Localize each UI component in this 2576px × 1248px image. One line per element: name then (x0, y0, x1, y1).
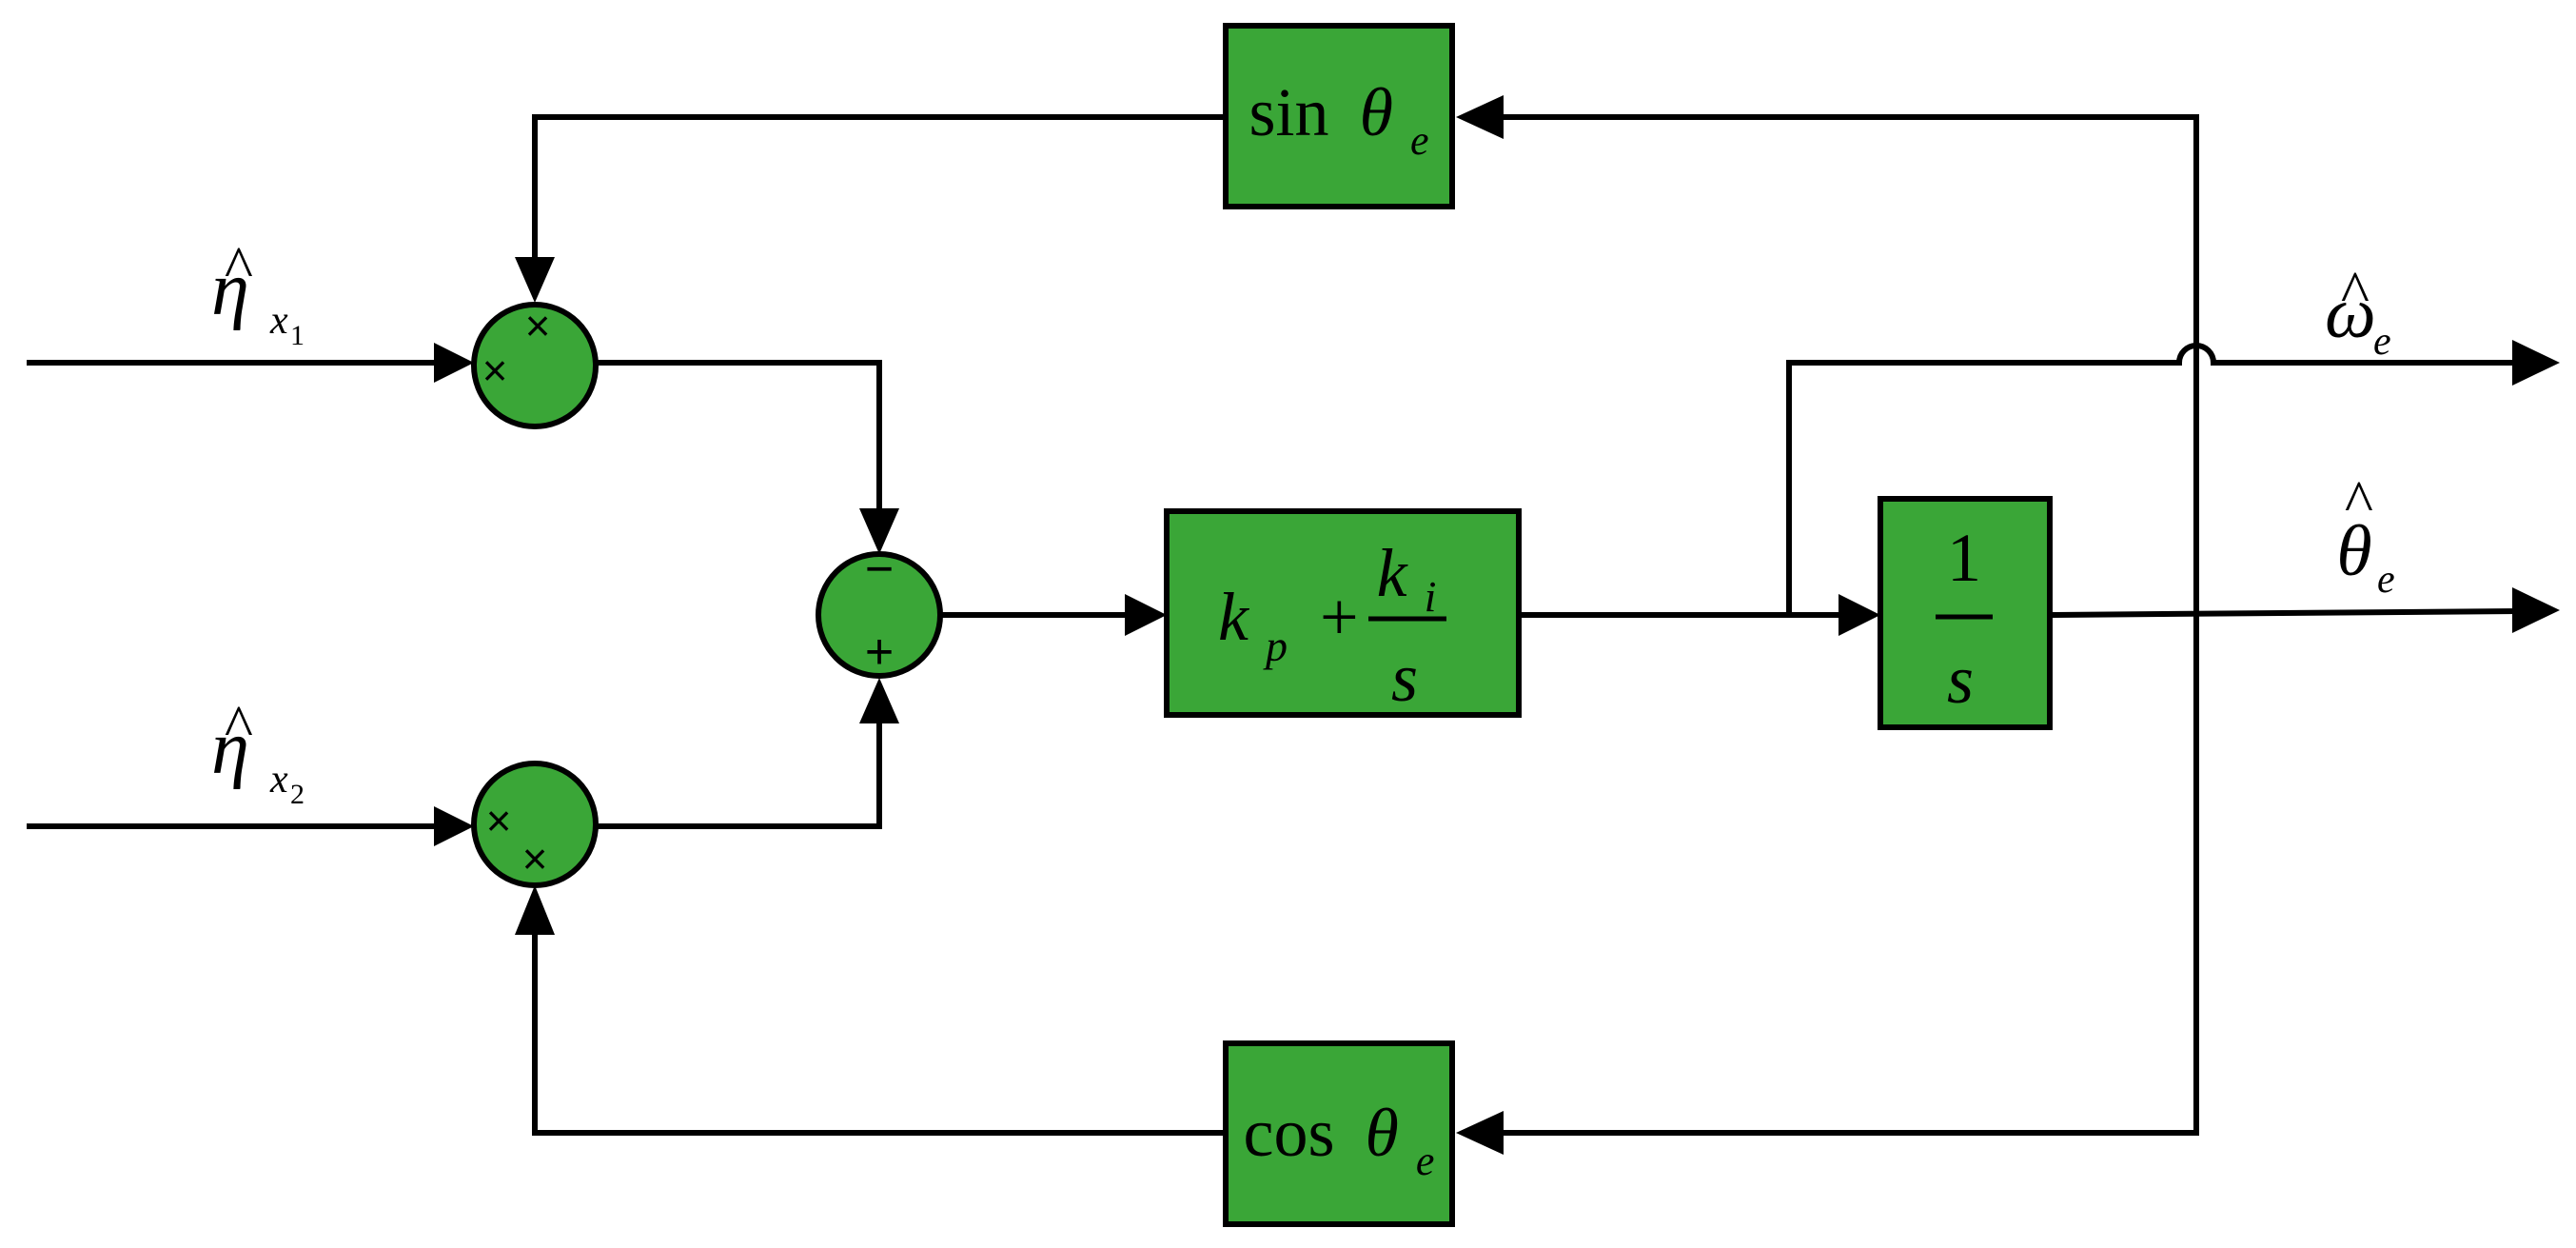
arrow-speed-output (2512, 340, 2560, 386)
integrator-block: 1 s (1878, 496, 2053, 730)
output-speed-hat: ^ (2340, 258, 2370, 326)
output-speed-label: ^ ω e (2325, 258, 2390, 364)
input2-label: ^ η x 2 (211, 692, 305, 810)
sum-plus-sign: + (865, 624, 894, 680)
wire-mult-bottom-to-sum (596, 690, 882, 829)
cos-func: cos (1244, 1095, 1335, 1171)
mult-bottom-mark-right: × (522, 834, 548, 883)
arrow-to-sin (1456, 95, 1504, 139)
mult-top-mark-left: × (482, 346, 508, 395)
sum-minus-sign: − (865, 542, 894, 597)
input2-hat: ^ (224, 692, 253, 760)
summing-junction: − + (816, 542, 943, 680)
sin-arg: θ (1360, 74, 1393, 150)
arrow-sin-to-mult (515, 257, 555, 303)
arrow-input2 (434, 806, 474, 846)
pi-denominator: s (1391, 640, 1418, 716)
svg-text:sin θ e: sin θ e (1249, 74, 1429, 164)
output-angle-subscript: e (2377, 558, 2395, 602)
output-speed-subscript: e (2373, 320, 2391, 364)
pi-plus: + (1320, 579, 1359, 655)
svg-text:cos θ e: cos θ e (1244, 1095, 1435, 1184)
sin-block: sin θ e (1223, 23, 1455, 209)
arrow-angle-output (2512, 587, 2560, 633)
svg-text:k p +: k p + (1218, 579, 1359, 676)
cos-block: cos θ e (1223, 1040, 1455, 1227)
arrow-sum-to-pi (1125, 594, 1167, 636)
input1-hat: ^ (224, 233, 253, 301)
pi-ki: k (1377, 535, 1409, 611)
input1-label: ^ η x 1 (211, 233, 305, 351)
mult-top-mark-right: × (525, 301, 551, 350)
multiplier-top: × × (471, 301, 599, 429)
mult-bottom-mark-left: × (486, 796, 512, 845)
arrow-to-cos (1456, 1111, 1504, 1155)
input2-subscript: x (269, 758, 288, 802)
wires (27, 114, 2521, 1136)
output-speed-symbol: ω (2325, 273, 2376, 353)
cos-arg: θ (1366, 1095, 1399, 1171)
wire-feedback-vertical (1502, 114, 2199, 613)
arrow-bottom-to-sum (859, 678, 899, 723)
input1-subscript: x (269, 299, 288, 343)
integrator-numerator: 1 (1947, 520, 1981, 596)
output-angle-symbol: θ (2336, 511, 2371, 591)
arrow-pi-to-integrator (1839, 594, 1880, 636)
wire-mult-top-to-sum (596, 360, 882, 514)
integrator-denominator: s (1947, 642, 1974, 718)
wire-feedback-bottom (1502, 613, 2199, 1136)
sin-func: sin (1249, 74, 1329, 150)
output-angle-label: ^ θ e (2336, 467, 2394, 602)
arrow-input1 (434, 343, 474, 383)
input1-subsubscript: 1 (290, 320, 305, 351)
output-angle-hat: ^ (2344, 467, 2373, 535)
pi-controller-block: k p + k i s (1164, 508, 1522, 718)
arrowheads (434, 95, 2560, 1155)
wire-cos-to-mult (532, 935, 1226, 1136)
pi-kp: k (1218, 579, 1250, 655)
input2-symbol: η (211, 706, 249, 790)
input1-symbol: η (211, 248, 249, 331)
arrow-cos-to-mult (515, 885, 555, 935)
wire-angle-output (2049, 608, 2521, 618)
arrow-top-to-sum (859, 508, 899, 554)
wire-sin-to-mult (532, 114, 1226, 257)
cos-arg-subscript: e (1416, 1138, 1435, 1184)
svg-text:k i: k i (1377, 535, 1437, 621)
input2-subsubscript: 2 (290, 779, 305, 810)
pi-kp-subscript: p (1263, 622, 1288, 670)
multiplier-bottom: × × (471, 761, 599, 888)
pi-ki-subscript: i (1425, 572, 1437, 621)
sin-arg-subscript: e (1410, 117, 1429, 164)
